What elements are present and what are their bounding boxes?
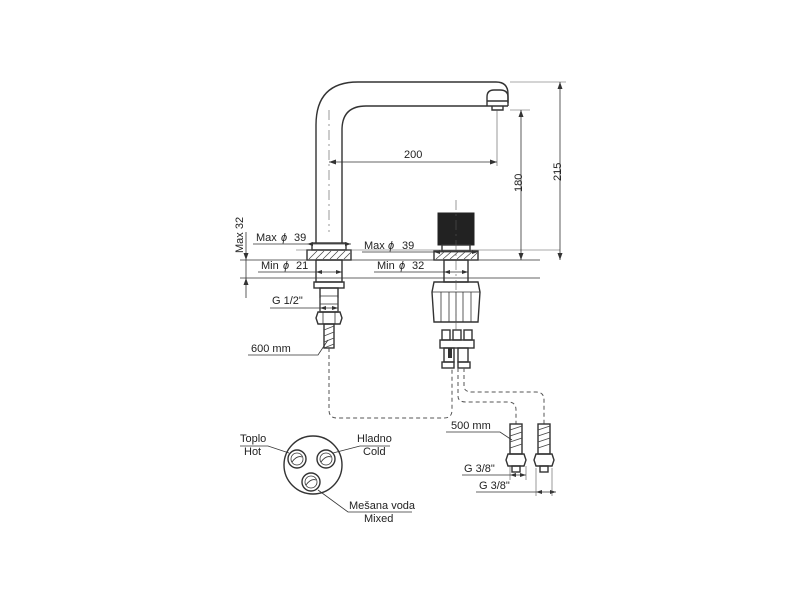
cold-local-label: Hladno <box>357 433 392 445</box>
supply-connectors <box>505 423 555 473</box>
supply-thread-2-label: G 3/8" <box>479 480 510 492</box>
spout-max-hole-label: Max <box>256 232 277 244</box>
mixed-local-label: Mešana voda <box>349 500 416 512</box>
spout-min-hole-symbol: ϕ <box>283 260 289 272</box>
spout-min-hole-value: 21 <box>296 260 308 272</box>
spout-reach-label: 200 <box>404 149 422 161</box>
spout-max-hole-value: 39 <box>294 232 306 244</box>
max-deck-thickness-label: Max 32 <box>234 217 246 253</box>
cold-label: Cold <box>363 446 386 458</box>
spout-base <box>306 242 352 349</box>
outlet-legend <box>240 435 412 513</box>
spout <box>315 81 509 243</box>
supply-thread-1-label: G 3/8" <box>464 463 495 475</box>
total-height-label: 215 <box>552 163 564 181</box>
mixed-label: Mixed <box>364 513 393 525</box>
mixer-body <box>431 200 481 369</box>
supply-hose-length-label: 500 mm <box>451 420 491 432</box>
spout-max-hole-symbol: ϕ <box>281 232 287 244</box>
mixer-max-hole-label: Max <box>364 240 385 252</box>
mixer-min-hole-value: 32 <box>412 260 424 272</box>
deck-lines <box>240 249 560 279</box>
mixer-max-hole-value: 39 <box>402 240 414 252</box>
spout-height-label: 180 <box>513 174 525 192</box>
hoses <box>328 348 545 424</box>
mixer-min-hole-symbol: ϕ <box>399 260 405 272</box>
mixer-max-hole-symbol: ϕ <box>388 240 394 252</box>
hot-local-label: Toplo <box>240 433 266 445</box>
hot-label: Hot <box>244 446 261 458</box>
spout-hose-length-label: 600 mm <box>251 343 291 355</box>
spout-min-hole-label: Min <box>261 260 279 272</box>
mixer-min-hole-label: Min <box>377 260 395 272</box>
dimension-lines <box>243 81 566 496</box>
spout-thread-label: G 1/2" <box>272 295 303 307</box>
